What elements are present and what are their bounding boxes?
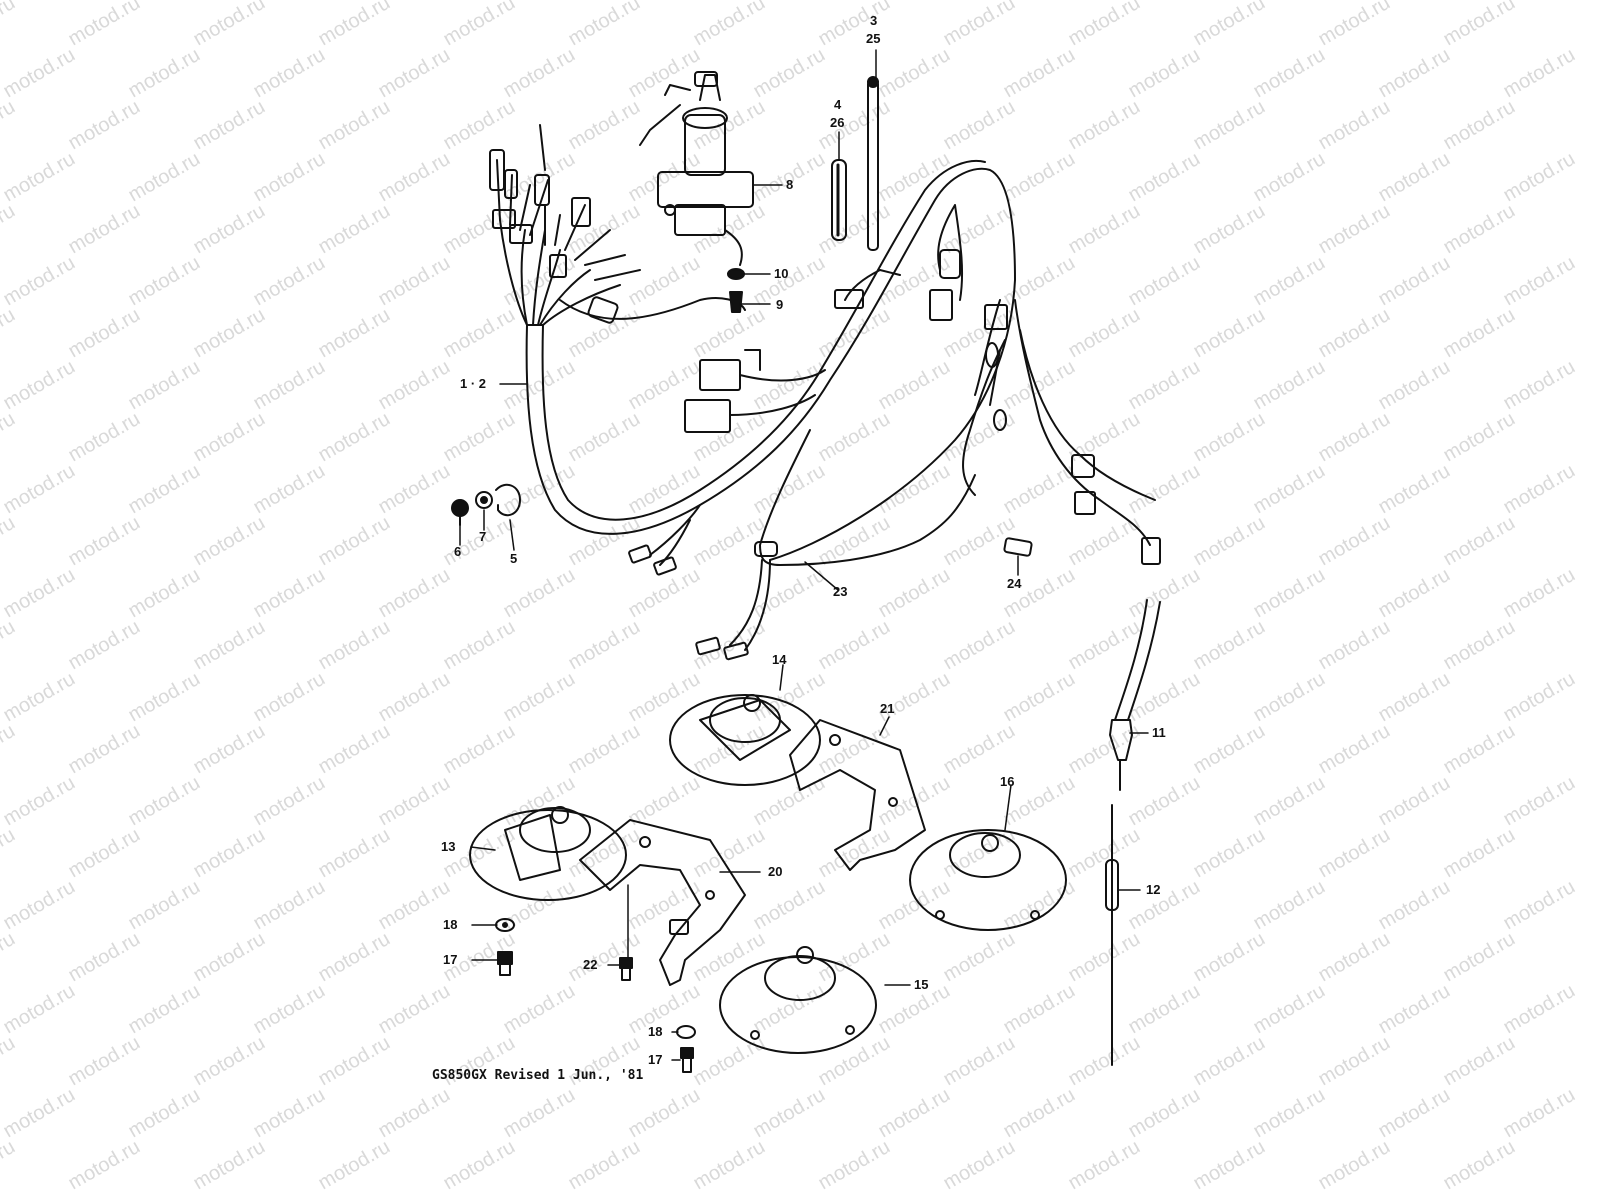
callout-12: 12 xyxy=(1146,882,1161,897)
callout-11: 11 xyxy=(1152,725,1166,740)
clip-24 xyxy=(1003,537,1033,557)
callout-22: 22 xyxy=(583,957,598,972)
callout-4: 4 xyxy=(834,97,842,112)
callout-7: 7 xyxy=(479,529,487,544)
horn-13 xyxy=(469,806,627,901)
leader-lines xyxy=(459,49,1149,1061)
horn-16 xyxy=(909,829,1067,931)
bracket-21 xyxy=(789,719,926,871)
callout-3: 3 xyxy=(870,13,878,28)
cable-11-12 xyxy=(1105,599,1161,1066)
revision-caption: GS850GX Revised 1 Jun., '81 xyxy=(432,1068,644,1083)
callout-24: 24 xyxy=(1007,576,1022,591)
callout-26: 26 xyxy=(830,115,845,130)
ignition-switch xyxy=(639,71,754,266)
horn-fasteners xyxy=(495,918,696,1073)
bracket-20 xyxy=(579,819,746,986)
callout-16: 16 xyxy=(1000,774,1015,789)
horn-14 xyxy=(669,694,821,786)
wiring-harness xyxy=(489,124,1161,576)
callout-10: 10 xyxy=(774,266,789,281)
callout-21: 21 xyxy=(880,701,895,716)
callout-9: 9 xyxy=(776,297,784,312)
horn-15 xyxy=(719,946,877,1054)
fuse-rods xyxy=(831,76,879,251)
callout-25: 25 xyxy=(866,31,881,46)
callout-18-upper: 18 xyxy=(443,917,458,932)
small-parts xyxy=(727,268,745,313)
callout-15: 15 xyxy=(914,977,929,992)
sub-harness-23 xyxy=(695,429,976,661)
callout-6: 6 xyxy=(454,544,462,559)
callout-1-2: 1 · 2 xyxy=(460,376,487,391)
callout-20: 20 xyxy=(768,864,783,879)
callout-23: 23 xyxy=(833,584,848,599)
callout-18-lower: 18 xyxy=(648,1024,663,1039)
callout-17-upper: 17 xyxy=(443,952,458,967)
callout-13: 13 xyxy=(441,839,456,854)
callout-5: 5 xyxy=(510,551,518,566)
callout-17-lower: 17 xyxy=(648,1052,663,1067)
callout-14: 14 xyxy=(772,652,787,667)
callout-8: 8 xyxy=(786,177,794,192)
fasteners-5-6-7 xyxy=(451,483,521,526)
